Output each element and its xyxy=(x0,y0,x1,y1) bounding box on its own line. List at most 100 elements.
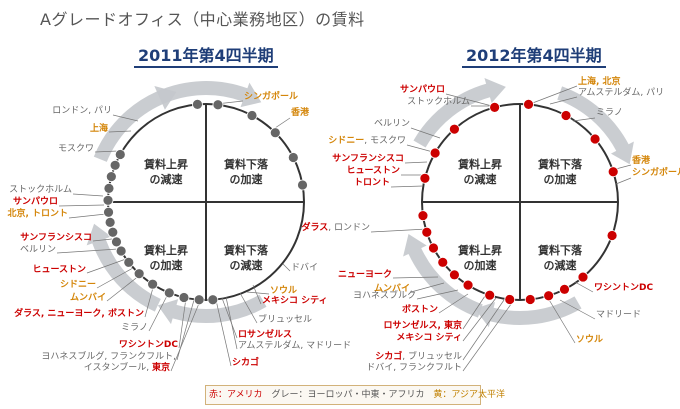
leader-line xyxy=(274,117,291,129)
leader-line xyxy=(178,297,187,349)
quadrant-label-tr-0: 賃料下落 xyxy=(223,157,269,171)
city-dot xyxy=(428,242,439,254)
city-dot xyxy=(212,99,224,111)
cycle-arrow-1-2 xyxy=(557,86,634,165)
city-label: ロサンゼルス xyxy=(238,328,292,340)
city-dot xyxy=(133,268,145,280)
city-dot xyxy=(105,171,117,183)
city-label: 上海 xyxy=(90,122,108,134)
quadrant-label-bl-1: 賃料上昇 xyxy=(457,243,502,257)
leader-line xyxy=(86,258,127,274)
leader-line xyxy=(462,299,505,361)
leader-line xyxy=(547,297,576,344)
city-label: ストックホルム xyxy=(407,96,470,107)
city-dot xyxy=(419,172,431,184)
leader-line xyxy=(239,292,258,324)
city-label: シンガポール xyxy=(244,90,298,102)
leader-line xyxy=(438,293,469,314)
cycle-arrow-0-2 xyxy=(156,80,262,108)
city-label: ミラノ xyxy=(596,107,623,118)
leader-line xyxy=(406,144,434,153)
city-dot xyxy=(109,159,121,171)
leader-line xyxy=(72,193,104,197)
city-label: シカゴ, ブリュッセル xyxy=(375,350,462,362)
city-label: ロサンゼルス, 東京 xyxy=(383,319,462,331)
city-label: ベルリン xyxy=(374,119,410,129)
cycle-arrow-0-3 xyxy=(157,294,267,325)
legend-europe: グレー：ヨーロッパ・中東・アフリカ xyxy=(271,390,425,400)
quadrant-label-tr-1: の加速 xyxy=(544,172,577,186)
city-label: ヒューストン xyxy=(346,165,400,176)
leader-line xyxy=(170,300,201,372)
city-label: ストックホルム xyxy=(9,184,72,195)
city-dot xyxy=(437,256,449,268)
quadrant-label-bl-0: 賃料上昇 xyxy=(143,243,188,257)
city-dot xyxy=(102,194,114,206)
leader-line xyxy=(404,161,428,164)
city-label: イスタンブール, 東京 xyxy=(84,361,170,373)
city-dot xyxy=(417,210,429,222)
city-label: メキシコ シティ xyxy=(262,295,328,306)
cycle-arrow-1-3 xyxy=(474,296,582,328)
city-label: シンガポール xyxy=(632,166,680,178)
leader-line xyxy=(252,284,262,305)
leader-line xyxy=(559,299,596,320)
city-label: ドバイ, フランクフルト xyxy=(366,362,462,373)
city-label: サンフランシスコ xyxy=(20,232,92,243)
leader-line xyxy=(529,85,578,105)
city-dot xyxy=(606,230,618,241)
city-label: ドバイ xyxy=(291,262,318,273)
quadrant-label-tl-1: の減速 xyxy=(464,172,497,186)
city-label: シカゴ xyxy=(232,356,259,368)
city-dot xyxy=(449,269,460,281)
leader-line xyxy=(416,289,459,300)
city-label: ムンバイ xyxy=(70,292,106,303)
quadrant-label-tl-0: 賃料上昇 xyxy=(143,157,188,171)
city-dot xyxy=(462,279,474,291)
city-dot xyxy=(607,166,619,178)
city-dot xyxy=(103,182,115,194)
leader-line xyxy=(392,276,439,279)
quadrant-label-br-0: 賃料下落 xyxy=(223,243,269,257)
leader-line xyxy=(370,228,428,233)
city-label: ダラス, ニューヨーク, ボストン xyxy=(14,307,144,319)
city-dot xyxy=(287,152,299,163)
quadrant-label-bl-0: の加速 xyxy=(150,258,183,272)
panel-title-2012q4: 2012年第4四半期 xyxy=(462,46,606,68)
panel-title-2011q4: 2011年第4四半期 xyxy=(134,46,278,68)
city-label: ヒューストン xyxy=(32,264,86,275)
leader-line xyxy=(94,150,119,153)
city-label: ヨハネスブルク xyxy=(353,289,416,301)
leader-line xyxy=(410,127,441,139)
cycle-arrow-1-1 xyxy=(413,77,506,148)
city-label: 香港 xyxy=(631,154,651,166)
city-dot xyxy=(246,110,258,121)
city-label: 香港 xyxy=(290,106,310,118)
city-dot xyxy=(107,226,119,238)
city-dot xyxy=(589,133,601,145)
legend-america: 赤：アメリカ xyxy=(209,390,263,400)
city-label: シドニー, モスクワ xyxy=(328,135,406,146)
city-dot xyxy=(421,226,433,238)
city-dot xyxy=(524,294,536,305)
leader-line xyxy=(572,117,596,122)
quadrant-label-bl-1: の加速 xyxy=(464,258,497,272)
leader-line xyxy=(462,299,515,372)
city-label: サンフランシスコ xyxy=(332,153,404,164)
city-label: ベルリン xyxy=(20,245,56,255)
city-dot xyxy=(193,294,205,306)
page-title: Aグレードオフィス（中心業務地区）の賃料 xyxy=(40,10,365,29)
leader-line xyxy=(246,291,270,295)
city-dot xyxy=(449,123,460,135)
city-dot xyxy=(297,179,308,191)
city-label: ヨハネスブルグ, フランクフルト, xyxy=(41,350,176,362)
city-label: ミラノ xyxy=(121,322,148,333)
leader-line xyxy=(58,204,105,207)
city-label: ダラス, ロンドン xyxy=(301,221,370,233)
leader-line xyxy=(282,263,291,272)
quadrant-label-tr-0: の加速 xyxy=(230,172,263,186)
city-label: ニューヨーク xyxy=(338,269,392,280)
cycle-arrow-1-0 xyxy=(403,233,483,318)
quadrant-label-br-1: 賃料下落 xyxy=(537,243,583,257)
